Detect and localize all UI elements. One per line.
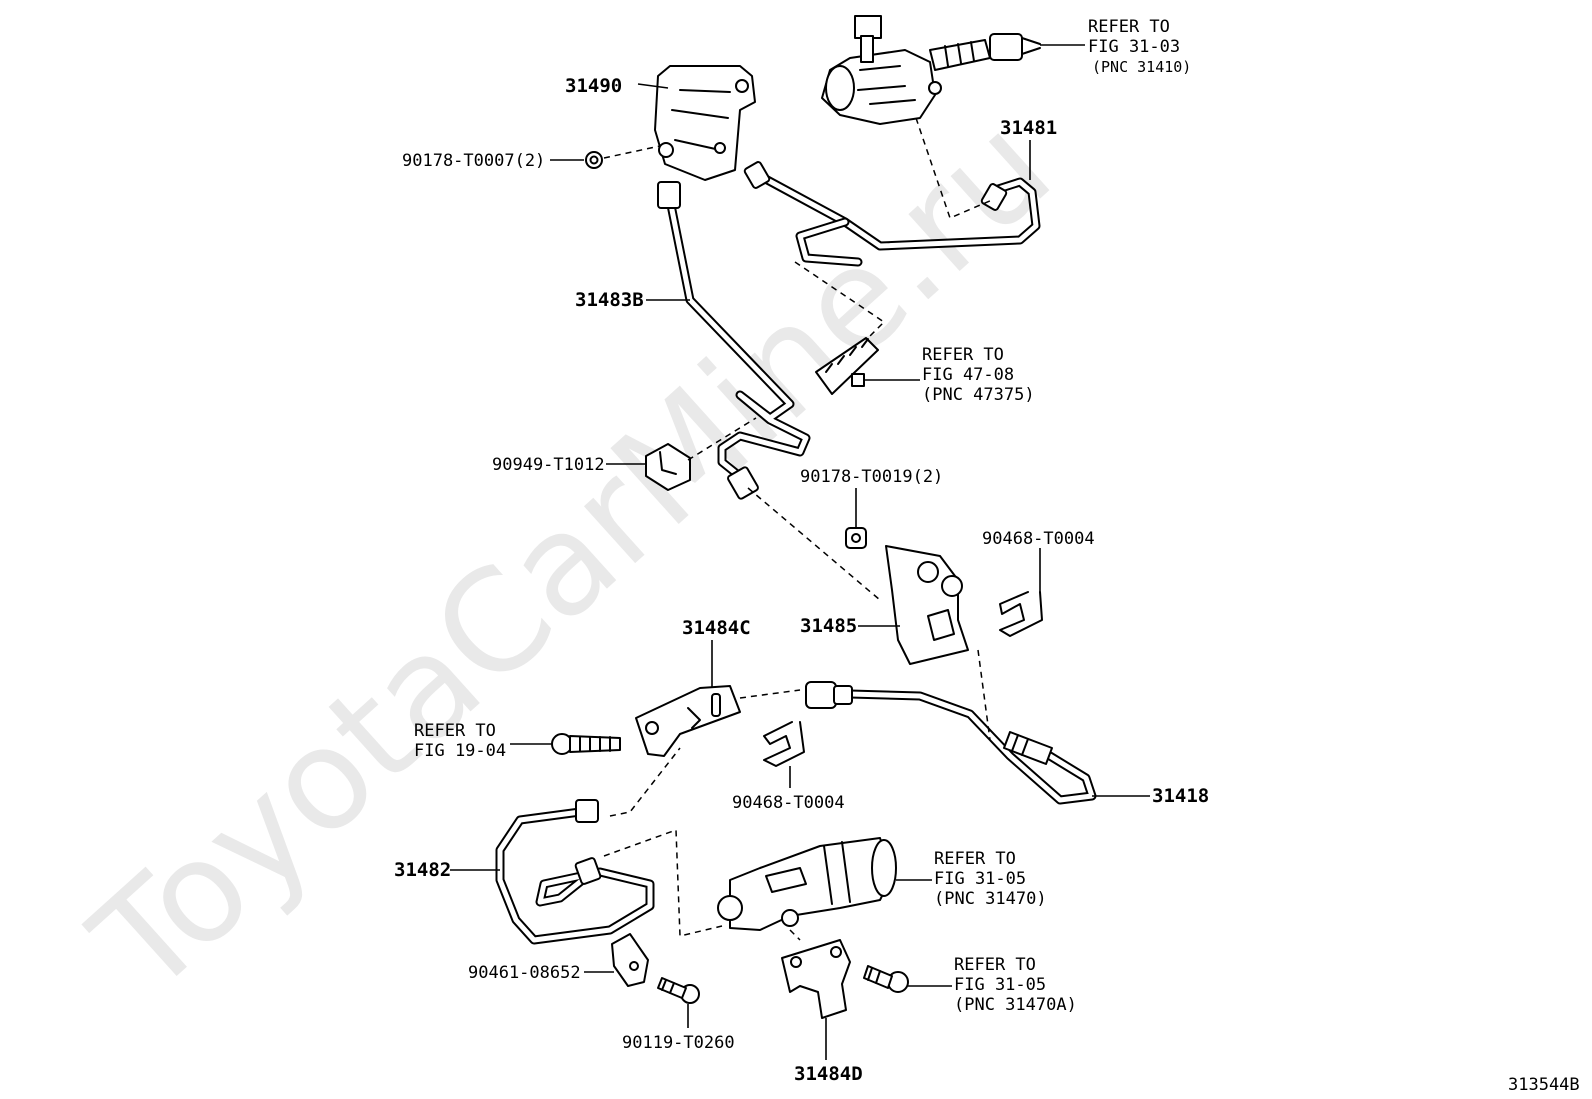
bracket-31484C bbox=[635, 685, 741, 757]
refer-fig-31-05a-line1: REFER TO bbox=[954, 955, 1036, 975]
part-number-31484D: 31484D bbox=[794, 1063, 863, 1085]
part-number-90461-08652: 90461-08652 bbox=[468, 963, 581, 983]
refer-fig-19-04-line2: FIG 19-04 bbox=[414, 741, 506, 761]
part-number-31490: 31490 bbox=[565, 75, 622, 97]
clip-90468-T0004-upper bbox=[999, 591, 1043, 637]
refer-fig-47-08-line2: FIG 47-08 bbox=[922, 365, 1014, 385]
refer-fig-47-08-line3: (PNC 47375) bbox=[922, 385, 1035, 405]
refer-fig-31-05a-line3: (PNC 31470A) bbox=[954, 995, 1077, 1015]
part-number-31484C: 31484C bbox=[682, 617, 751, 639]
refer-fig-31-05a-line2: FIG 31-05 bbox=[954, 975, 1046, 995]
release-cylinder-ref-31-05 bbox=[717, 837, 897, 931]
part-number-90119-T0260: 90119-T0260 bbox=[622, 1033, 735, 1053]
refer-fig-19-04-line1: REFER TO bbox=[414, 721, 496, 741]
nut-90178-T0007 bbox=[585, 151, 603, 169]
clip-90468-T0004-lower bbox=[763, 721, 805, 767]
bolt-ref-31-05-31470A bbox=[863, 965, 909, 993]
part-number-31482: 31482 bbox=[394, 859, 451, 881]
part-number-31481: 31481 bbox=[1000, 117, 1057, 139]
part-number-90468-T0004-lower: 90468-T0004 bbox=[732, 793, 845, 813]
bracket-31484D bbox=[781, 939, 851, 1019]
nut-90178-T0019 bbox=[845, 527, 867, 549]
part-number-31485: 31485 bbox=[800, 615, 857, 637]
hose-31418 bbox=[805, 681, 1097, 805]
part-number-90949-T1012: 90949-T1012 bbox=[492, 455, 605, 475]
bolt-ref-19-04 bbox=[551, 733, 621, 755]
part-number-31418: 31418 bbox=[1152, 785, 1209, 807]
clamp-90949-T1012 bbox=[645, 443, 691, 491]
part-number-31483B: 31483B bbox=[575, 289, 644, 311]
bolt-90119-T0260 bbox=[657, 977, 700, 1004]
refer-fig-31-05-line2: FIG 31-05 bbox=[934, 869, 1026, 889]
part-31490-bracket bbox=[654, 65, 756, 181]
refer-fig-31-03-line1: REFER TO bbox=[1088, 17, 1170, 37]
clip-ref-47-08 bbox=[815, 337, 879, 395]
refer-fig-31-05-line3: (PNC 31470) bbox=[934, 889, 1047, 909]
figure-code: 313544B bbox=[1508, 1075, 1580, 1095]
part-number-90178-T0019: 90178-T0019(2) bbox=[800, 467, 943, 487]
pipe-31483B bbox=[657, 181, 811, 500]
bracket-31485 bbox=[885, 545, 969, 665]
refer-fig-31-03-line3: (PNC 31410) bbox=[1092, 58, 1191, 76]
pipe-31482 bbox=[495, 799, 655, 945]
pipe-31481 bbox=[743, 161, 1041, 267]
refer-fig-31-05-line1: REFER TO bbox=[934, 849, 1016, 869]
refer-fig-47-08-line1: REFER TO bbox=[922, 345, 1004, 365]
clamp-90461-08652 bbox=[611, 933, 649, 987]
clutch-master-cylinder bbox=[821, 15, 1041, 125]
refer-fig-31-03-line2: FIG 31-03 bbox=[1088, 37, 1180, 57]
part-number-90468-T0004-upper: 90468-T0004 bbox=[982, 529, 1095, 549]
part-number-90178-T0007: 90178-T0007(2) bbox=[402, 151, 545, 171]
